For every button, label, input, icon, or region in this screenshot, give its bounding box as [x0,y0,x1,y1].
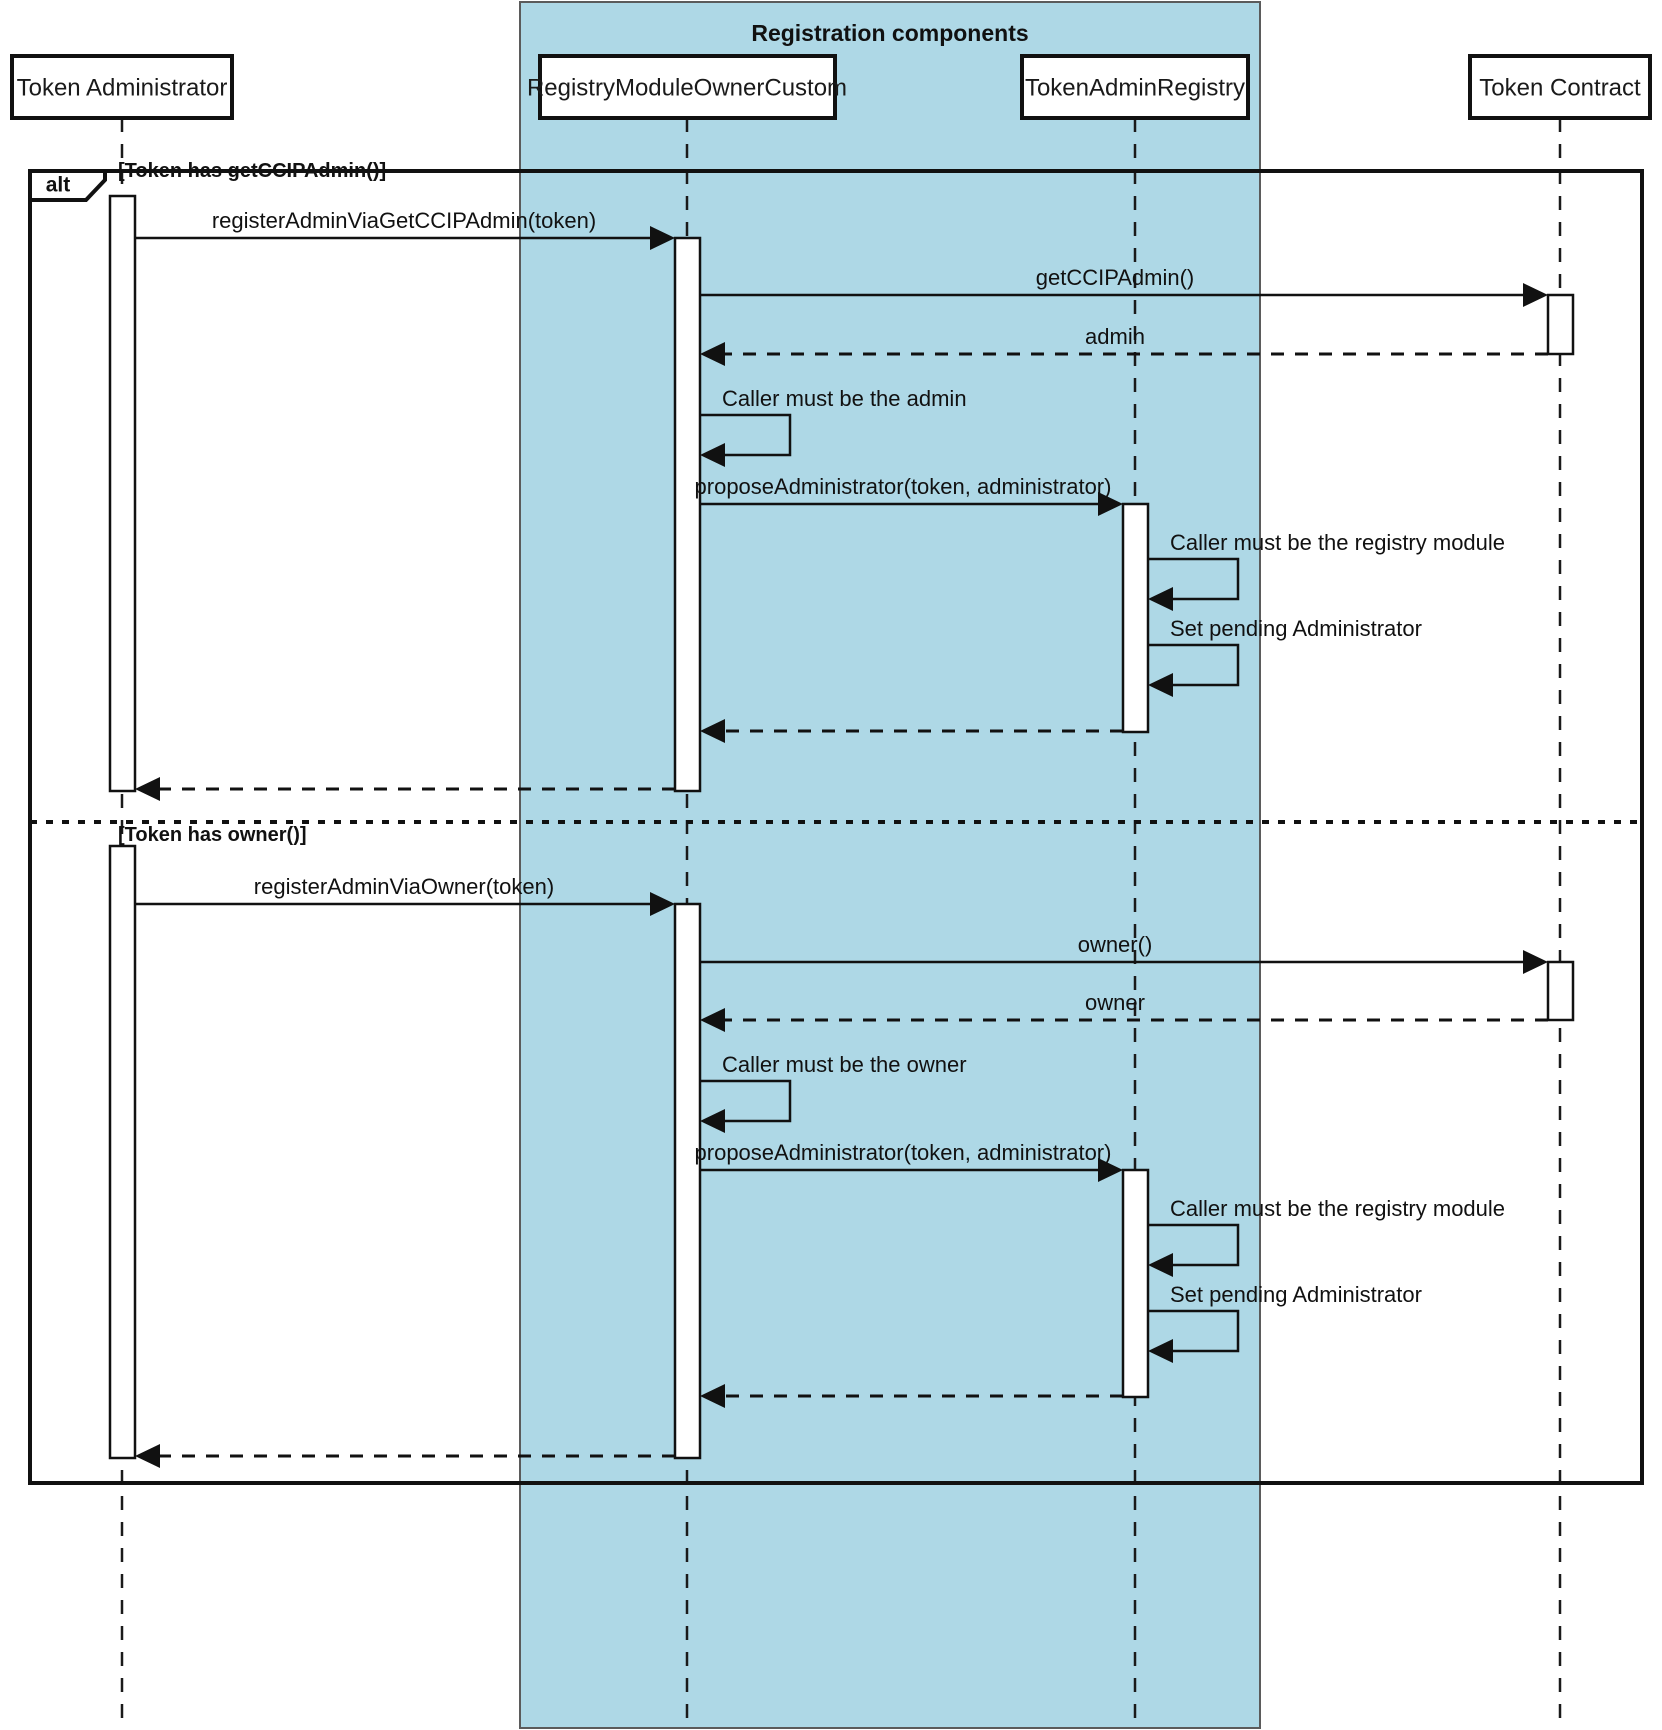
message-label-m4: Caller must be the admin [722,386,967,411]
message-label-m15: Caller must be the registry module [1170,1196,1505,1221]
message-m5[interactable]: proposeAdministrator(token, administrato… [695,474,1123,516]
message-label-m16: Set pending Administrator [1170,1282,1422,1307]
alt-operand-1-condition: [Token has owner()] [118,824,307,846]
participant-box-token-administrator[interactable] [10,54,234,120]
activation-bars [108,194,1575,1460]
participant-box-token-admin-registry[interactable] [1020,54,1250,120]
message-label-m12: owner [1085,990,1145,1015]
alt-fragment-tab [28,169,107,202]
group-title-label: Registration components [751,20,1028,46]
message-m6-self[interactable]: Caller must be the registry module [1148,530,1505,611]
message-label-m5: proposeAdministrator(token, administrato… [695,474,1112,499]
message-label-m13: Caller must be the owner [722,1052,967,1077]
message-m8[interactable] [700,719,1123,743]
participant-token-admin-registry[interactable]: TokenAdminRegistry [1020,54,1250,120]
arrowhead-m13 [700,1109,725,1133]
activation-registry-module-2 [673,902,702,1460]
message-label-m2: getCCIPAdmin() [1036,265,1195,290]
alt-fragment: alt [Token has getCCIPAdmin()] [Token ha… [28,160,1644,1485]
activation-token-administrator-1 [108,194,137,793]
arrowhead-m18 [135,1444,160,1468]
arrowhead-m2 [1523,283,1548,307]
activation-token-admin-registry-1 [1121,502,1150,734]
activation-token-administrator-2 [108,844,137,1460]
alt-fragment-border [28,169,1644,1485]
arrowhead-m3 [700,342,725,366]
participant-label-registry-module-owner-custom: RegistryModuleOwnerCustom [527,74,847,101]
group-registration-components: Registration components [519,1,1261,1729]
arrowhead-m15 [1148,1253,1173,1277]
activation-token-contract-2 [1546,960,1575,1022]
activation-registry-module-1 [673,236,702,793]
participant-token-administrator[interactable]: Token Administrator [10,54,234,120]
message-m18[interactable] [135,1444,675,1468]
message-line-m16 [1148,1309,1240,1353]
arrowhead-m4 [700,443,725,467]
message-label-m1: registerAdminViaGetCCIPAdmin(token) [212,208,596,233]
message-m15-self[interactable]: Caller must be the registry module [1148,1196,1505,1277]
message-label-m7: Set pending Administrator [1170,616,1422,641]
participant-label-token-administrator: Token Administrator [17,74,228,101]
arrowhead-m6 [1148,587,1173,611]
arrowhead-m17 [700,1384,725,1408]
message-label-m11: owner() [1078,932,1153,957]
participant-registry-module-owner-custom[interactable]: RegistryModuleOwnerCustom [527,54,847,120]
message-m16-self[interactable]: Set pending Administrator [1148,1282,1422,1363]
participant-label-token-admin-registry: TokenAdminRegistry [1025,74,1245,101]
group-box-rect [519,1,1261,1729]
message-m4-self[interactable]: Caller must be the admin [700,386,967,467]
activation-token-admin-registry-2 [1121,1168,1150,1399]
message-m12[interactable]: owner [700,990,1548,1032]
participant-box-token-contract[interactable] [1468,54,1652,120]
activation-token-contract-1 [1546,293,1575,356]
message-m9[interactable] [135,777,675,801]
arrowhead-m1 [650,226,675,250]
participant-label-token-contract: Token Contract [1479,74,1641,101]
arrowhead-m12 [700,1008,725,1032]
arrowhead-m11 [1523,950,1548,974]
message-m10[interactable]: registerAdminViaOwner(token) [135,874,675,916]
message-line-m13 [700,1079,792,1123]
arrowhead-m7 [1148,673,1173,697]
arrowhead-m8 [700,719,725,743]
message-label-m10: registerAdminViaOwner(token) [254,874,554,899]
message-line-m7 [1148,643,1240,687]
arrowhead-m14 [1098,1158,1123,1182]
arrowhead-m5 [1098,492,1123,516]
message-m14[interactable]: proposeAdministrator(token, administrato… [695,1140,1123,1182]
participant-token-contract[interactable]: Token Contract [1468,54,1652,120]
message-m3[interactable]: admin [700,324,1548,366]
message-label-m6: Caller must be the registry module [1170,530,1505,555]
message-line-m4 [700,413,792,457]
message-m13-self[interactable]: Caller must be the owner [700,1052,967,1133]
arrowhead-m16 [1148,1339,1173,1363]
message-m11[interactable]: owner() [700,932,1548,974]
message-line-m6 [1148,557,1240,601]
message-line-m15 [1148,1223,1240,1267]
alt-operand-0-condition: [Token has getCCIPAdmin()] [118,160,386,182]
message-m2[interactable]: getCCIPAdmin() [700,265,1548,307]
message-m1[interactable]: registerAdminViaGetCCIPAdmin(token) [135,208,675,250]
participant-box-registry-module-owner-custom[interactable] [538,54,837,120]
message-m7-self[interactable]: Set pending Administrator [1148,616,1422,697]
alt-fragment-operator-label: alt [46,174,71,197]
message-label-m3: admin [1085,324,1145,349]
arrowhead-m9 [135,777,160,801]
message-label-m14: proposeAdministrator(token, administrato… [695,1140,1112,1165]
message-m17[interactable] [700,1384,1123,1408]
arrowhead-m10 [650,892,675,916]
